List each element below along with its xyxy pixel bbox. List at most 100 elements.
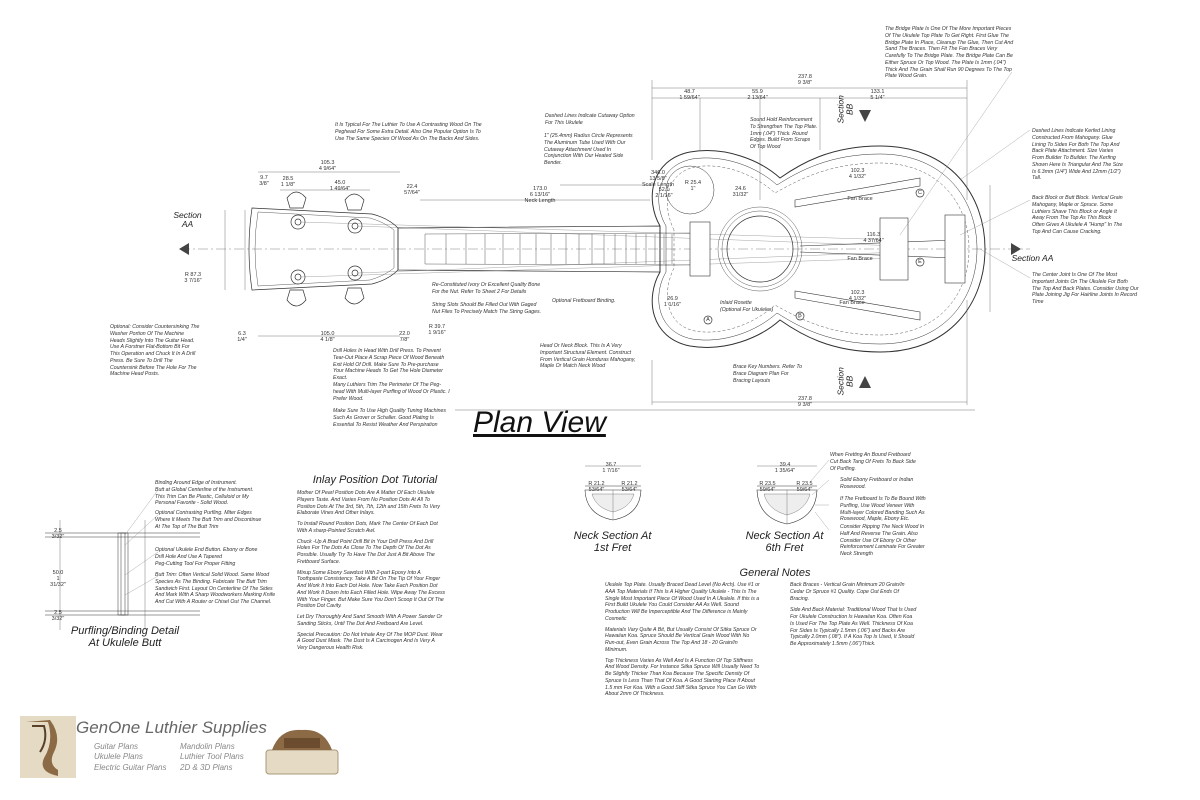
note-ripping-neck: Consider Ripping The Neck Wood In Half A…: [840, 524, 925, 557]
headstock-outline: [248, 207, 399, 291]
tuner-pegs: [286, 191, 365, 307]
dim-9-7: 9.7 3/8": [259, 175, 269, 188]
dim-28-5: 28.5 1 1/8": [280, 176, 296, 189]
dim-26-9: 26.9 1 1/16": [663, 296, 682, 309]
inlay-paragraph: Chuck -Up A Brad Point Drill Bit In Your…: [297, 538, 435, 565]
logo-image-right: [265, 729, 339, 775]
general-notes-left: Ukulele Top Plate. Usually Braced Dead L…: [605, 582, 785, 702]
general-note: Ukulele Top Plate. Usually Braced Dead L…: [605, 582, 760, 622]
dim-133-1: 133.1 5 1/4": [870, 89, 885, 102]
dim-scale-length: 346.0 13 5/8" Scale Length: [641, 170, 675, 189]
note-brace-key: Brace Key Numbers. Refer To Brace Diagra…: [733, 364, 803, 384]
general-note: Top Thickness Varies As Well And Is A Fu…: [605, 657, 760, 698]
general-note: Back Braces - Vertical Grain Minimum 20 …: [790, 582, 905, 602]
brace-key-c: C: [918, 190, 922, 196]
logo-links-col-2: Mandolin Plans Luthier Tool Plans 2D & 3…: [180, 742, 244, 772]
note-binding-edge: Binding Around Edge of Instrument. Butt …: [155, 480, 254, 507]
note-radius-circle: 1" (25.4mm) Radius Circle Represents The…: [544, 133, 633, 166]
section-bb-bottom-label: Section BB: [835, 367, 855, 396]
dim-39-4: 39.4 1 35/64": [774, 462, 796, 475]
inlay-paragraph: Let Dry Thoroughly And Sand Smooth With …: [297, 614, 443, 627]
dim-r25-4: R 25.4 1": [684, 180, 702, 193]
dim-102-3-top: 102.3 4 1/32": [848, 168, 867, 181]
inlay-paragraph: To Install Round Position Dots, Mark The…: [297, 521, 438, 534]
dim-105-0: 105.0 4 1/8": [320, 331, 335, 344]
note-kerfed-lining: Dashed Lines Indicate Kerfed Lining Cons…: [1032, 128, 1123, 182]
dim-45-0: 45.0 1 49/64": [329, 180, 351, 193]
brace-label-fan-3: Fan Brace: [839, 300, 865, 306]
note-head-block: Head Or Neck Block. This Is A Very Impor…: [540, 343, 636, 370]
dim-24-6: 24.6 31/32": [732, 186, 749, 199]
fret-lines: [424, 234, 673, 264]
note-fretboard-binding: Optional Fretboard Binding.: [552, 298, 616, 304]
plan-view-title: Plan View: [473, 406, 606, 439]
dim-r21-2-right: R 21.2 53/64": [621, 481, 638, 494]
logo-links-col-1: Guitar Plans Ukulele Plans Electric Guit…: [94, 742, 167, 772]
general-note: Materials Vary Quite A Bit, But Usually …: [605, 626, 757, 653]
dim-body-length-bottom: 237.8 9 3/8": [797, 396, 813, 409]
general-note: Side And Back Material: Traditional Wood…: [790, 607, 917, 647]
section-bb-top-label: Section BB: [835, 95, 855, 124]
dim-116-3: 116.3 4 37/64": [863, 232, 884, 245]
brace-key-a: A: [706, 317, 710, 323]
dim-r39-7: R 39.7 1 9/16": [428, 324, 446, 337]
braces: [689, 177, 966, 321]
note-purfling-miter: Optional Contrasting Purfling. Miter Edg…: [155, 510, 262, 530]
ukulele-body: [651, 145, 986, 353]
neck-section-6-title: Neck Section At 6th Fret: [745, 530, 824, 554]
neck-section-6th-fret: [756, 465, 818, 525]
note-back-block: Back Block or Butt Block. Vertical Grain…: [1032, 195, 1123, 235]
inlay-tutorial-body: Mother Of Pearl Position Dots Are A Matt…: [297, 490, 467, 656]
sound-hole: [726, 215, 794, 283]
logo-image-left: [20, 716, 76, 778]
note-sound-hold: Sound Hold Reinforcement To Strengthen T…: [750, 117, 818, 150]
dim-r23-5-left: R 23.5 59/64": [759, 481, 776, 494]
note-string-slots: String Slots Should Be Filled Out With G…: [432, 302, 542, 315]
dim-55-9: 55.9 2 13/64": [747, 89, 768, 102]
dim-22-0: 22.0 7/8": [399, 331, 410, 344]
dim-50-0: 50.0 1 31/32": [50, 570, 66, 589]
dim-2-5-bottom: 2.5 3/32": [51, 610, 65, 623]
note-end-button: Optional Ukulele End Button. Ebony or Bo…: [155, 547, 258, 567]
note-contrasting-wood: It Is Typical For The Luthier To Use A C…: [335, 122, 482, 142]
neck-section-1-title: Neck Section At 1st Fret: [573, 530, 652, 554]
note-drill-holes: Drill Holes In Head With Drill Press. To…: [333, 348, 445, 381]
note-countersinking: Optional: Consider Countersinking The Wa…: [110, 324, 200, 378]
note-inlaid-rosette: Inlaid Rosette (Optional For Ukuleles): [720, 300, 774, 313]
dim-102-3-bottom: 102.3 4 1/32": [848, 290, 867, 303]
dim-r87-3: R 87.3 3 7/16": [184, 272, 202, 285]
general-notes-title: General Notes: [739, 567, 811, 579]
note-solid-ebony: Solid Ebony Fretboard or Indian Rosewood…: [840, 477, 914, 490]
dim-6-3: 6.3 1/4": [237, 331, 247, 344]
purfling-detail-title: Purfling/Binding Detail At Ukulele Butt: [70, 625, 180, 649]
dim-52-1: 52.1 2 1/16": [655, 187, 673, 200]
general-notes-right: Back Braces - Vertical Grain Minimum 20 …: [790, 582, 950, 652]
note-peghead-trim: Many Luthiers Trim The Perimeter Of The …: [333, 382, 450, 402]
inlay-paragraph: Mixup Some Ebony Sawdust With 2-part Epo…: [297, 569, 446, 610]
note-bridge-plate: The Bridge Plate Is One Of The More Impo…: [885, 26, 1014, 80]
note-butt-trim: Butt Trim: Often Vertical Solid Wood. Sa…: [155, 572, 276, 605]
dim-body-length-top: 237.8 9 3/8": [797, 74, 813, 87]
dim-22-4: 22.4 57/64": [404, 184, 420, 197]
inlay-paragraph: Mother Of Pearl Position Dots Are A Matt…: [297, 490, 441, 517]
inlay-paragraph: Special Precaution: Do Not Inhale Any Of…: [297, 631, 443, 652]
brace-key-b: B: [798, 313, 802, 319]
inlay-tutorial-title: Inlay Position Dot Tutorial: [312, 474, 438, 486]
note-nut: Re-Constituted Ivory Or Excellent Qualit…: [432, 282, 541, 295]
note-center-joint: The Center Joint Is One Of The Most Impo…: [1032, 272, 1139, 305]
note-cutaway: Dashed Lines Indicate Cutaway Option For…: [545, 113, 635, 126]
dim-2-5-top: 2.5 3/32": [51, 528, 65, 541]
brace-key-e: E: [918, 259, 922, 265]
note-tuning-machines: Make Sure To Use High Quality Tuning Mac…: [333, 408, 447, 428]
neck-section-1st-fret: [584, 465, 642, 521]
dim-neck-length: 173.0 6 13/16" Neck Length: [524, 186, 556, 205]
dim-r23-5-right: R 23.5 59/64": [796, 481, 813, 494]
brace-label-fan-1: Fan Brace: [847, 196, 873, 202]
dim-105-3: 105.3 4 9/64": [318, 160, 337, 173]
dim-r21-2-left: R 21.2 53/64": [588, 481, 605, 494]
note-veneer: If The Fretboard Is To Be Bound With Pur…: [840, 496, 926, 523]
brace-label-fan-2: Fan Brace: [847, 256, 873, 262]
dim-36-7: 36.7 1 7/16": [602, 462, 620, 475]
purfling-binding-detail: [45, 520, 200, 630]
